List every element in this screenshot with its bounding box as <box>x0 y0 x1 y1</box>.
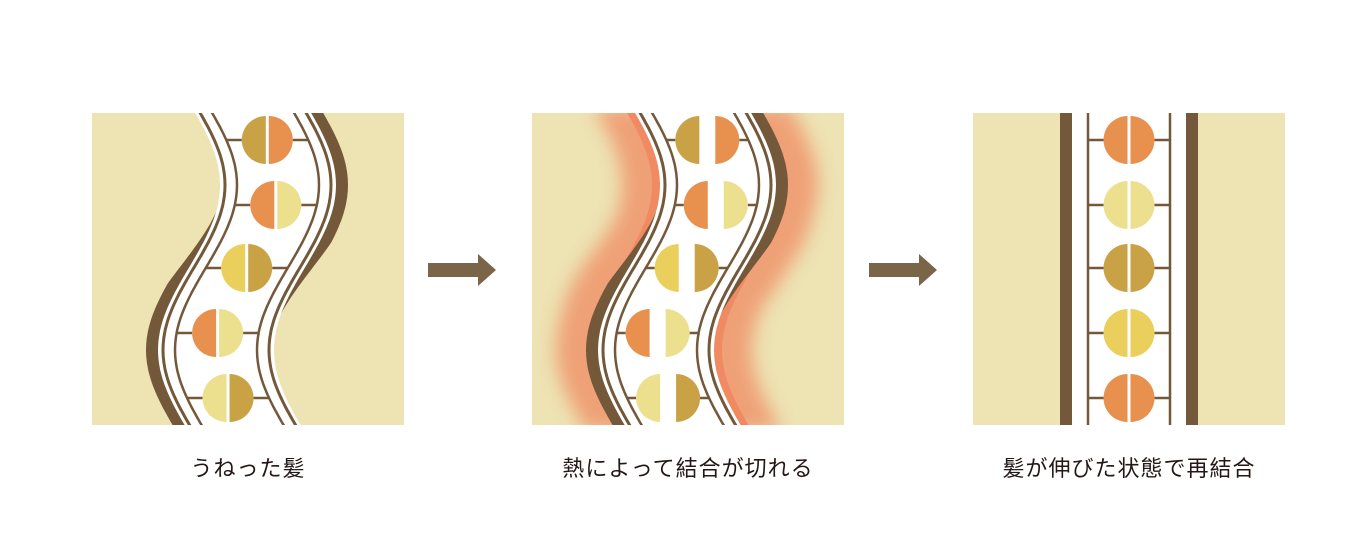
bond-row <box>226 116 309 164</box>
bond-half-left <box>1103 116 1128 164</box>
strand-shadow-left <box>146 113 220 425</box>
bond-half-right <box>1130 244 1155 292</box>
bond-half-right <box>1130 374 1155 422</box>
strand-outline-right <box>707 113 773 425</box>
bond-half-left <box>1103 309 1128 357</box>
strand-shadow-left <box>586 113 660 425</box>
bond-half-left <box>636 374 661 422</box>
bond-half-left <box>1103 181 1128 229</box>
panel-wavy-hair <box>92 113 404 425</box>
right-arrow-icon <box>428 254 496 286</box>
panel-straight-hair <box>973 113 1285 425</box>
bond-row <box>627 374 710 422</box>
bond-row <box>234 181 317 229</box>
bond-half-right <box>694 244 719 292</box>
straight-hair-illustration <box>973 113 1285 425</box>
bond-half-left <box>654 244 679 292</box>
bond-row <box>674 181 757 229</box>
bond-half-right <box>268 116 293 164</box>
strand-outline-left <box>161 113 227 425</box>
bond-half-right <box>1130 116 1155 164</box>
wavy-hair-illustration <box>92 113 404 425</box>
caption-wavy-hair: うねった髪 <box>190 457 306 482</box>
bond-half-left <box>250 181 275 229</box>
bond-row <box>187 374 270 422</box>
bond-half-left <box>1103 374 1128 422</box>
bond-row <box>616 309 699 357</box>
bond-half-right <box>219 309 244 357</box>
bond-half-right <box>1130 309 1155 357</box>
bond-row <box>666 116 749 164</box>
bond-half-right <box>248 244 273 292</box>
bond-row <box>1088 116 1170 164</box>
strand-outline-left <box>601 113 667 425</box>
bond-half-left <box>221 244 246 292</box>
strand-shadow-right <box>714 113 788 425</box>
bond-row <box>1088 309 1170 357</box>
bond-half-left <box>1103 244 1128 292</box>
bond-row <box>176 309 259 357</box>
bond-half-left <box>683 181 708 229</box>
bond-row <box>205 244 288 292</box>
arrow-shape <box>428 254 496 286</box>
arrow-shape <box>869 254 937 286</box>
bond-row <box>1088 244 1170 292</box>
heated-hair-illustration <box>532 113 844 425</box>
strand-outline-right <box>1186 113 1198 425</box>
bond-half-left <box>675 116 700 164</box>
bond-half-left <box>241 116 266 164</box>
bond-half-right <box>723 181 748 229</box>
strand-outline-left <box>1060 113 1072 425</box>
bond-row <box>1088 181 1170 229</box>
bond-half-left <box>202 374 227 422</box>
caption-heated-hair: 熱によって結合が切れる <box>562 457 814 482</box>
strand-rail-left <box>613 113 679 425</box>
strand-outline-right <box>267 113 333 425</box>
right-arrow-icon <box>869 254 937 286</box>
bond-half-right <box>277 181 302 229</box>
bond-half-left <box>192 309 217 357</box>
bond-half-right <box>229 374 254 422</box>
bond-row <box>645 244 728 292</box>
bond-half-right <box>665 309 690 357</box>
strand-shadow-right <box>274 113 348 425</box>
bond-half-right <box>715 116 740 164</box>
strand-rail-left <box>173 113 239 425</box>
bond-half-right <box>676 374 701 422</box>
bond-half-left <box>625 309 650 357</box>
bond-half-right <box>1130 181 1155 229</box>
caption-straight-hair: 髪が伸びた状態で再結合 <box>1002 457 1256 482</box>
bond-row <box>1088 374 1170 422</box>
panel-heated-hair <box>532 113 844 425</box>
